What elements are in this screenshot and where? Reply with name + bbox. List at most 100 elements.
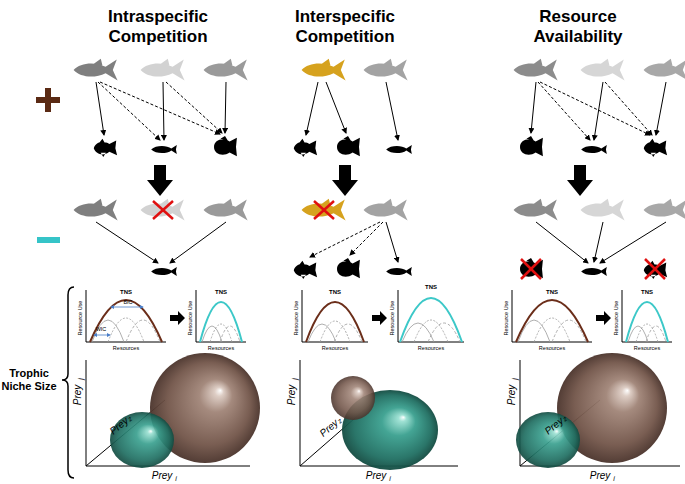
axis-line [196, 290, 246, 342]
cross-stroke [645, 259, 665, 279]
feeding-link [386, 82, 398, 140]
axis-title: Prey [366, 470, 387, 482]
niche-label: TNS [425, 284, 437, 291]
prey-fish [151, 145, 177, 154]
transition-arrow [147, 165, 173, 196]
axis-title: Prey [152, 470, 173, 482]
individual-curve [552, 320, 586, 342]
predator-fish [204, 59, 248, 81]
prey-fish [214, 136, 237, 156]
prey-fish [94, 139, 117, 157]
tns-curve [516, 300, 588, 342]
axis-title: Prey [590, 470, 611, 482]
cross-stroke [521, 259, 541, 279]
tns-curve [306, 302, 364, 342]
prey-fish [294, 261, 317, 279]
predator-fish [364, 59, 408, 81]
niche-sphere [331, 376, 375, 420]
tns-curve [400, 298, 462, 342]
axis-line [86, 290, 166, 342]
predator-fish [74, 59, 118, 81]
feeding-link [540, 82, 650, 135]
feeding-links [310, 222, 398, 262]
feeding-links [306, 82, 398, 140]
axis-subscript: i [175, 475, 177, 483]
cross-stroke [645, 259, 665, 279]
feeding-link [98, 82, 160, 140]
removal-cross [314, 201, 334, 219]
prey-fish [151, 267, 177, 276]
tns-curve [200, 302, 242, 342]
feeding-link [96, 82, 104, 135]
removal-cross [153, 201, 173, 219]
axis-title: Resource Use [293, 301, 299, 336]
individual-curve [126, 320, 160, 342]
individual-curve [534, 318, 570, 342]
feeding-link [536, 222, 588, 263]
predator-fish [514, 59, 558, 81]
feeding-link [166, 82, 222, 133]
population-niches [90, 298, 668, 342]
axis-title: Resource Use [389, 301, 395, 336]
feeding-link [656, 82, 666, 135]
individual-curve [414, 320, 448, 342]
niche-label: TNS [546, 289, 558, 296]
axis-subscript: i [389, 475, 391, 483]
predator-fish [141, 199, 185, 221]
axis-line [512, 290, 592, 342]
predator-fish [74, 199, 118, 221]
axis-line [398, 290, 464, 342]
niche-label: TNS [329, 289, 341, 296]
predator-fish [514, 199, 558, 221]
feeding-link [538, 82, 590, 140]
component-label: WIC [96, 326, 107, 332]
transition-arrow [170, 311, 185, 325]
predator-fish [364, 199, 408, 221]
component-arrows [94, 307, 143, 335]
predator-fish [644, 59, 685, 81]
axis-line [622, 290, 672, 342]
axis-subscript: j [291, 378, 299, 380]
axis-title: Resource Use [187, 301, 193, 336]
niche-sphere [516, 412, 580, 468]
predator-fish [204, 199, 248, 221]
predator-fish [302, 199, 346, 221]
individual-curve [108, 318, 144, 342]
feeding-links [96, 82, 226, 140]
predator-fish [302, 59, 346, 81]
cross-stroke [153, 201, 173, 219]
axis-title: Resource Use [613, 301, 619, 336]
column-title: Resource Availability [503, 7, 653, 46]
feeding-link [326, 82, 346, 133]
cross-stroke [314, 201, 334, 219]
individual-curve [92, 320, 124, 342]
axis-subscript: j [77, 378, 85, 380]
feeding-links [531, 82, 666, 140]
bic-arrow [111, 307, 143, 308]
wic-arrow [94, 335, 110, 336]
individual-curve [518, 320, 550, 342]
prey-fish [581, 145, 607, 154]
column-title: Intraspecific Competition [83, 7, 233, 46]
removal-cross [521, 259, 665, 279]
individual-curve [646, 326, 666, 342]
axis-title: Resources [113, 345, 139, 351]
prey-fish [520, 136, 543, 156]
feeding-link [225, 82, 226, 133]
transition-arrow [372, 311, 387, 325]
plus-sign [36, 97, 60, 103]
feeding-link [310, 222, 380, 257]
cross-stroke [153, 201, 173, 219]
axis-title: Resources [634, 345, 660, 351]
prey-fish [520, 258, 543, 278]
predator-fish [644, 199, 685, 221]
individual-curve [202, 326, 222, 342]
cross-stroke [314, 201, 334, 219]
brace [62, 287, 74, 478]
feeding-link [531, 82, 536, 133]
prey-fish [644, 139, 667, 157]
prey-fish [337, 136, 360, 156]
predator-fish [141, 59, 185, 81]
feeding-link [605, 82, 652, 135]
